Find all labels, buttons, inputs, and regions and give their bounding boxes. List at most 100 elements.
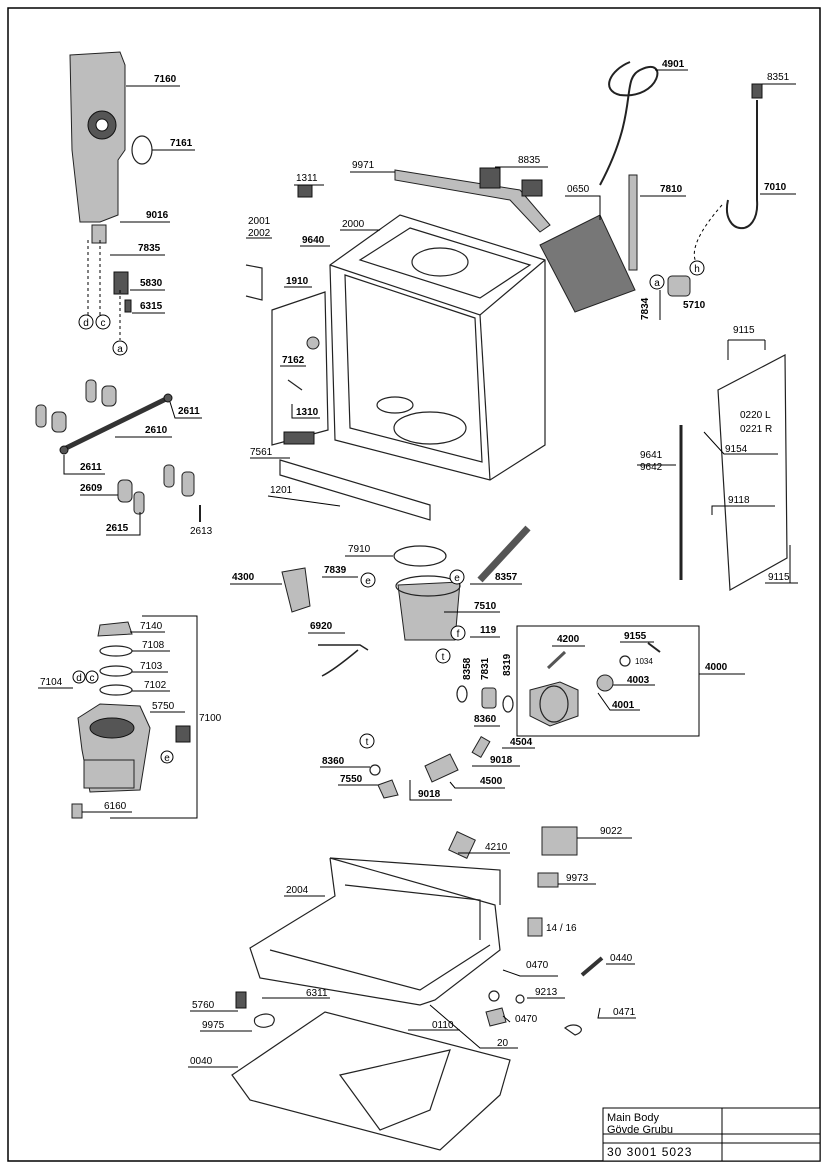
- label-2610: 2610: [145, 425, 168, 436]
- label-0221-r: 0221 R: [740, 424, 772, 435]
- label-4210: 4210: [485, 842, 508, 853]
- side-panel: [717, 354, 788, 591]
- hose-4500: [424, 753, 459, 783]
- callout-f: f: [450, 625, 466, 641]
- label-0650: 0650: [567, 184, 590, 195]
- valve-5710: [667, 275, 691, 297]
- svg-text:e: e: [365, 576, 371, 587]
- label-7831: 7831: [480, 657, 491, 680]
- callout-t-2: t: [359, 733, 375, 749]
- label-4901: 4901: [662, 59, 685, 70]
- label-2615: 2615: [106, 523, 129, 534]
- label-5750: 5750: [152, 701, 175, 712]
- label-7103: 7103: [140, 661, 163, 672]
- label-4000: 4000: [705, 662, 728, 673]
- title-en: Main Body: [607, 1112, 659, 1124]
- title-block: Main Body Gövde Grubu 30 3001 5023: [602, 1107, 821, 1162]
- label-8357: 8357: [495, 572, 518, 583]
- label-4300: 4300: [232, 572, 255, 583]
- callout-e-3: e: [160, 750, 174, 764]
- svg-text:f: f: [457, 629, 460, 640]
- label-5830: 5830: [140, 278, 163, 289]
- callout-e: e: [360, 572, 376, 588]
- svg-text:t: t: [366, 737, 369, 748]
- drawing-number: 30 3001 5023: [607, 1145, 692, 1159]
- label-2000: 2000: [342, 219, 365, 230]
- label-0040: 0040: [190, 1056, 213, 1067]
- label-4003: 4003: [627, 675, 650, 686]
- label-8360-b: 8360: [322, 756, 345, 767]
- label-9115-a: 9115: [733, 325, 755, 336]
- svg-text:a: a: [654, 278, 660, 289]
- base-frame: [231, 826, 604, 1151]
- label-8319: 8319: [502, 653, 513, 676]
- label-119: 119: [480, 625, 497, 636]
- label-9115-b: 9115: [768, 572, 790, 583]
- label-1910: 1910: [286, 276, 309, 287]
- label-0220-l: 0220 L: [740, 410, 771, 421]
- label-9022: 9022: [600, 826, 623, 837]
- callout-h: h: [689, 260, 705, 276]
- svg-text:c: c: [101, 318, 106, 329]
- label-7140: 7140: [140, 621, 163, 632]
- callout-a-2: a: [649, 274, 665, 290]
- cable-7010: [725, 100, 759, 230]
- label-8358: 8358: [462, 657, 473, 680]
- label-9973: 9973: [566, 873, 589, 884]
- label-1034: 1034: [635, 657, 653, 666]
- callout-e-2: e: [449, 569, 465, 585]
- callout-c: c: [95, 314, 111, 330]
- pipe-8357: [477, 525, 531, 583]
- insulation-pad: [539, 214, 636, 313]
- label-5760: 5760: [192, 1000, 215, 1011]
- label-2609: 2609: [80, 483, 103, 494]
- label-2611-a: 2611: [178, 406, 200, 417]
- svg-text:c: c: [90, 673, 95, 684]
- seal-7910: [393, 545, 447, 567]
- label-7834: 7834: [640, 297, 651, 320]
- label-9154: 9154: [725, 444, 748, 455]
- svg-text:e: e: [454, 573, 460, 584]
- label-7104: 7104: [40, 677, 63, 688]
- label-9640: 9640: [302, 235, 325, 246]
- label-4500: 4500: [480, 776, 503, 787]
- label-2002: 2002: [248, 228, 271, 239]
- label-8351: 8351: [767, 72, 790, 83]
- label-0470-a: 0470: [526, 960, 549, 971]
- callout-d: d: [78, 314, 94, 330]
- label-4001: 4001: [612, 700, 635, 711]
- label-7010: 7010: [764, 182, 787, 193]
- label-7910: 7910: [348, 544, 371, 555]
- label-6920: 6920: [310, 621, 333, 632]
- label-1201: 1201: [270, 485, 293, 496]
- svg-text:d: d: [76, 673, 82, 684]
- hose-4901: [599, 61, 659, 186]
- sump-7510: [397, 581, 461, 641]
- detergent-4300: [281, 567, 311, 613]
- svg-text:t: t: [442, 652, 445, 663]
- label-9018-b: 9018: [418, 789, 441, 800]
- label-7835: 7835: [138, 243, 161, 254]
- svg-text:a: a: [117, 344, 123, 355]
- label-7839: 7839: [324, 565, 347, 576]
- label-0471: 0471: [613, 1007, 636, 1018]
- label-6311: 6311: [306, 988, 328, 999]
- label-0110: 0110: [432, 1020, 454, 1031]
- label-8835: 8835: [518, 155, 541, 166]
- label-9641: 9641: [640, 450, 663, 461]
- label-7160: 7160: [154, 74, 177, 85]
- page-border: [7, 7, 821, 1162]
- label-8360-a: 8360: [474, 714, 497, 725]
- label-1310: 1310: [296, 407, 319, 418]
- control-panel-assembly: [69, 51, 153, 313]
- label-14-16: 14 / 16: [546, 923, 577, 934]
- label-7161: 7161: [170, 138, 193, 149]
- label-2613: 2613: [190, 526, 213, 537]
- label-7162: 7162: [282, 355, 305, 366]
- label-9213: 9213: [535, 987, 558, 998]
- svg-text:h: h: [694, 264, 700, 275]
- label-7108: 7108: [142, 640, 165, 651]
- label-0440: 0440: [610, 953, 633, 964]
- label-9642: 9642: [640, 462, 663, 473]
